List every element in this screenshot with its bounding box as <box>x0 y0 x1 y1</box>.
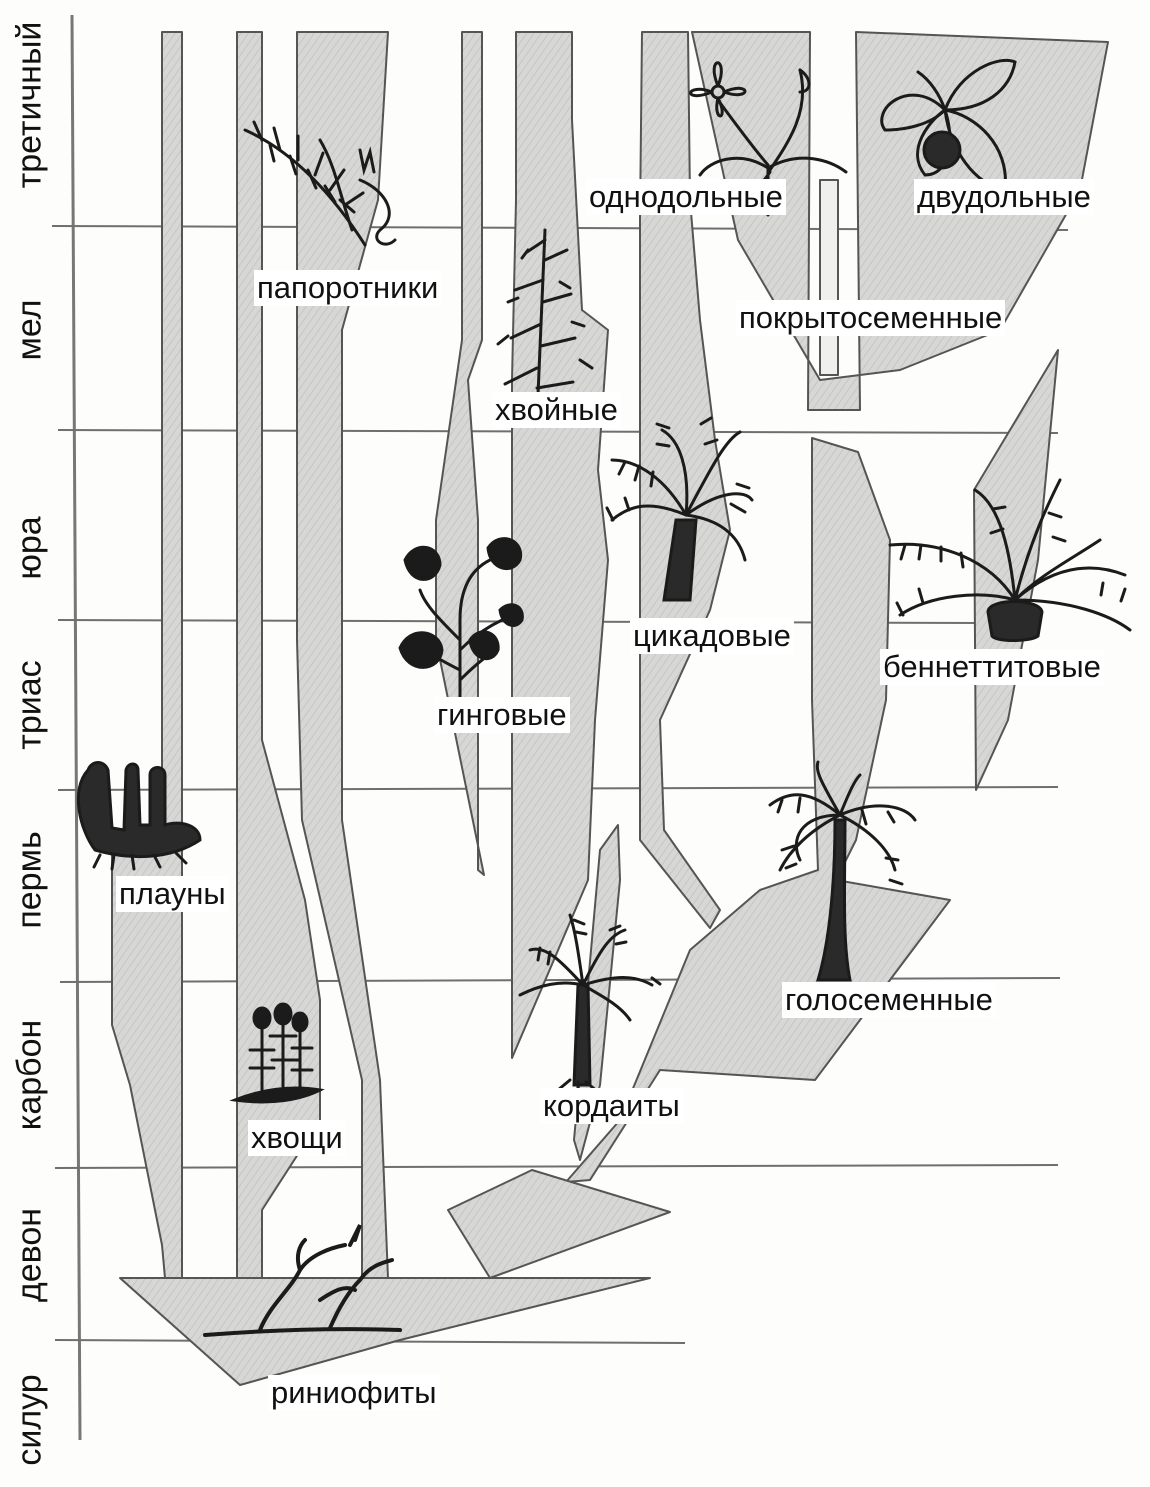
label-cordaites: кордаиты <box>540 1088 683 1124</box>
era-label-silurian: силур <box>11 1374 50 1465</box>
label-gymnosperms: голосеменные <box>782 982 996 1018</box>
lycopod-band <box>112 32 182 1278</box>
lineage-bands <box>112 32 1108 1385</box>
label-conifers: хвойные <box>492 392 621 428</box>
era-label-carboniferous: карбон <box>11 1020 50 1131</box>
label-ferns: папоротники <box>254 270 441 306</box>
devonian-progymnosperm-band <box>448 1170 670 1278</box>
era-label-permian: пермь <box>11 831 50 928</box>
era-label-devonian: девон <box>11 1208 50 1302</box>
angiosperm-band <box>692 32 1108 410</box>
boundary-carboniferous-devonian <box>55 1165 1058 1168</box>
label-bennettites: беннеттитовые <box>880 649 1104 685</box>
gymnosperm-band <box>566 438 950 1182</box>
era-label-tertiary: третичный <box>11 22 50 189</box>
label-cycads: цикадовые <box>630 618 794 654</box>
label-angiosperms: покрытосеменные <box>736 300 1005 336</box>
label-lycopods: плауны <box>116 876 229 912</box>
ginkgo-band <box>436 32 484 875</box>
era-label-triassic: триас <box>11 660 50 749</box>
era-label-cretaceous: мел <box>11 300 50 361</box>
label-horsetails: хвощи <box>248 1120 346 1156</box>
label-dicots: двудольные <box>914 179 1094 215</box>
label-monocots: однодольные <box>586 179 786 215</box>
label-ginkgoes: гинговые <box>434 697 570 733</box>
time-axis <box>72 15 80 1440</box>
era-label-jurassic: юра <box>11 516 50 579</box>
angiosperm-split <box>820 180 838 375</box>
label-rhyniophytes: риниофиты <box>268 1375 440 1411</box>
